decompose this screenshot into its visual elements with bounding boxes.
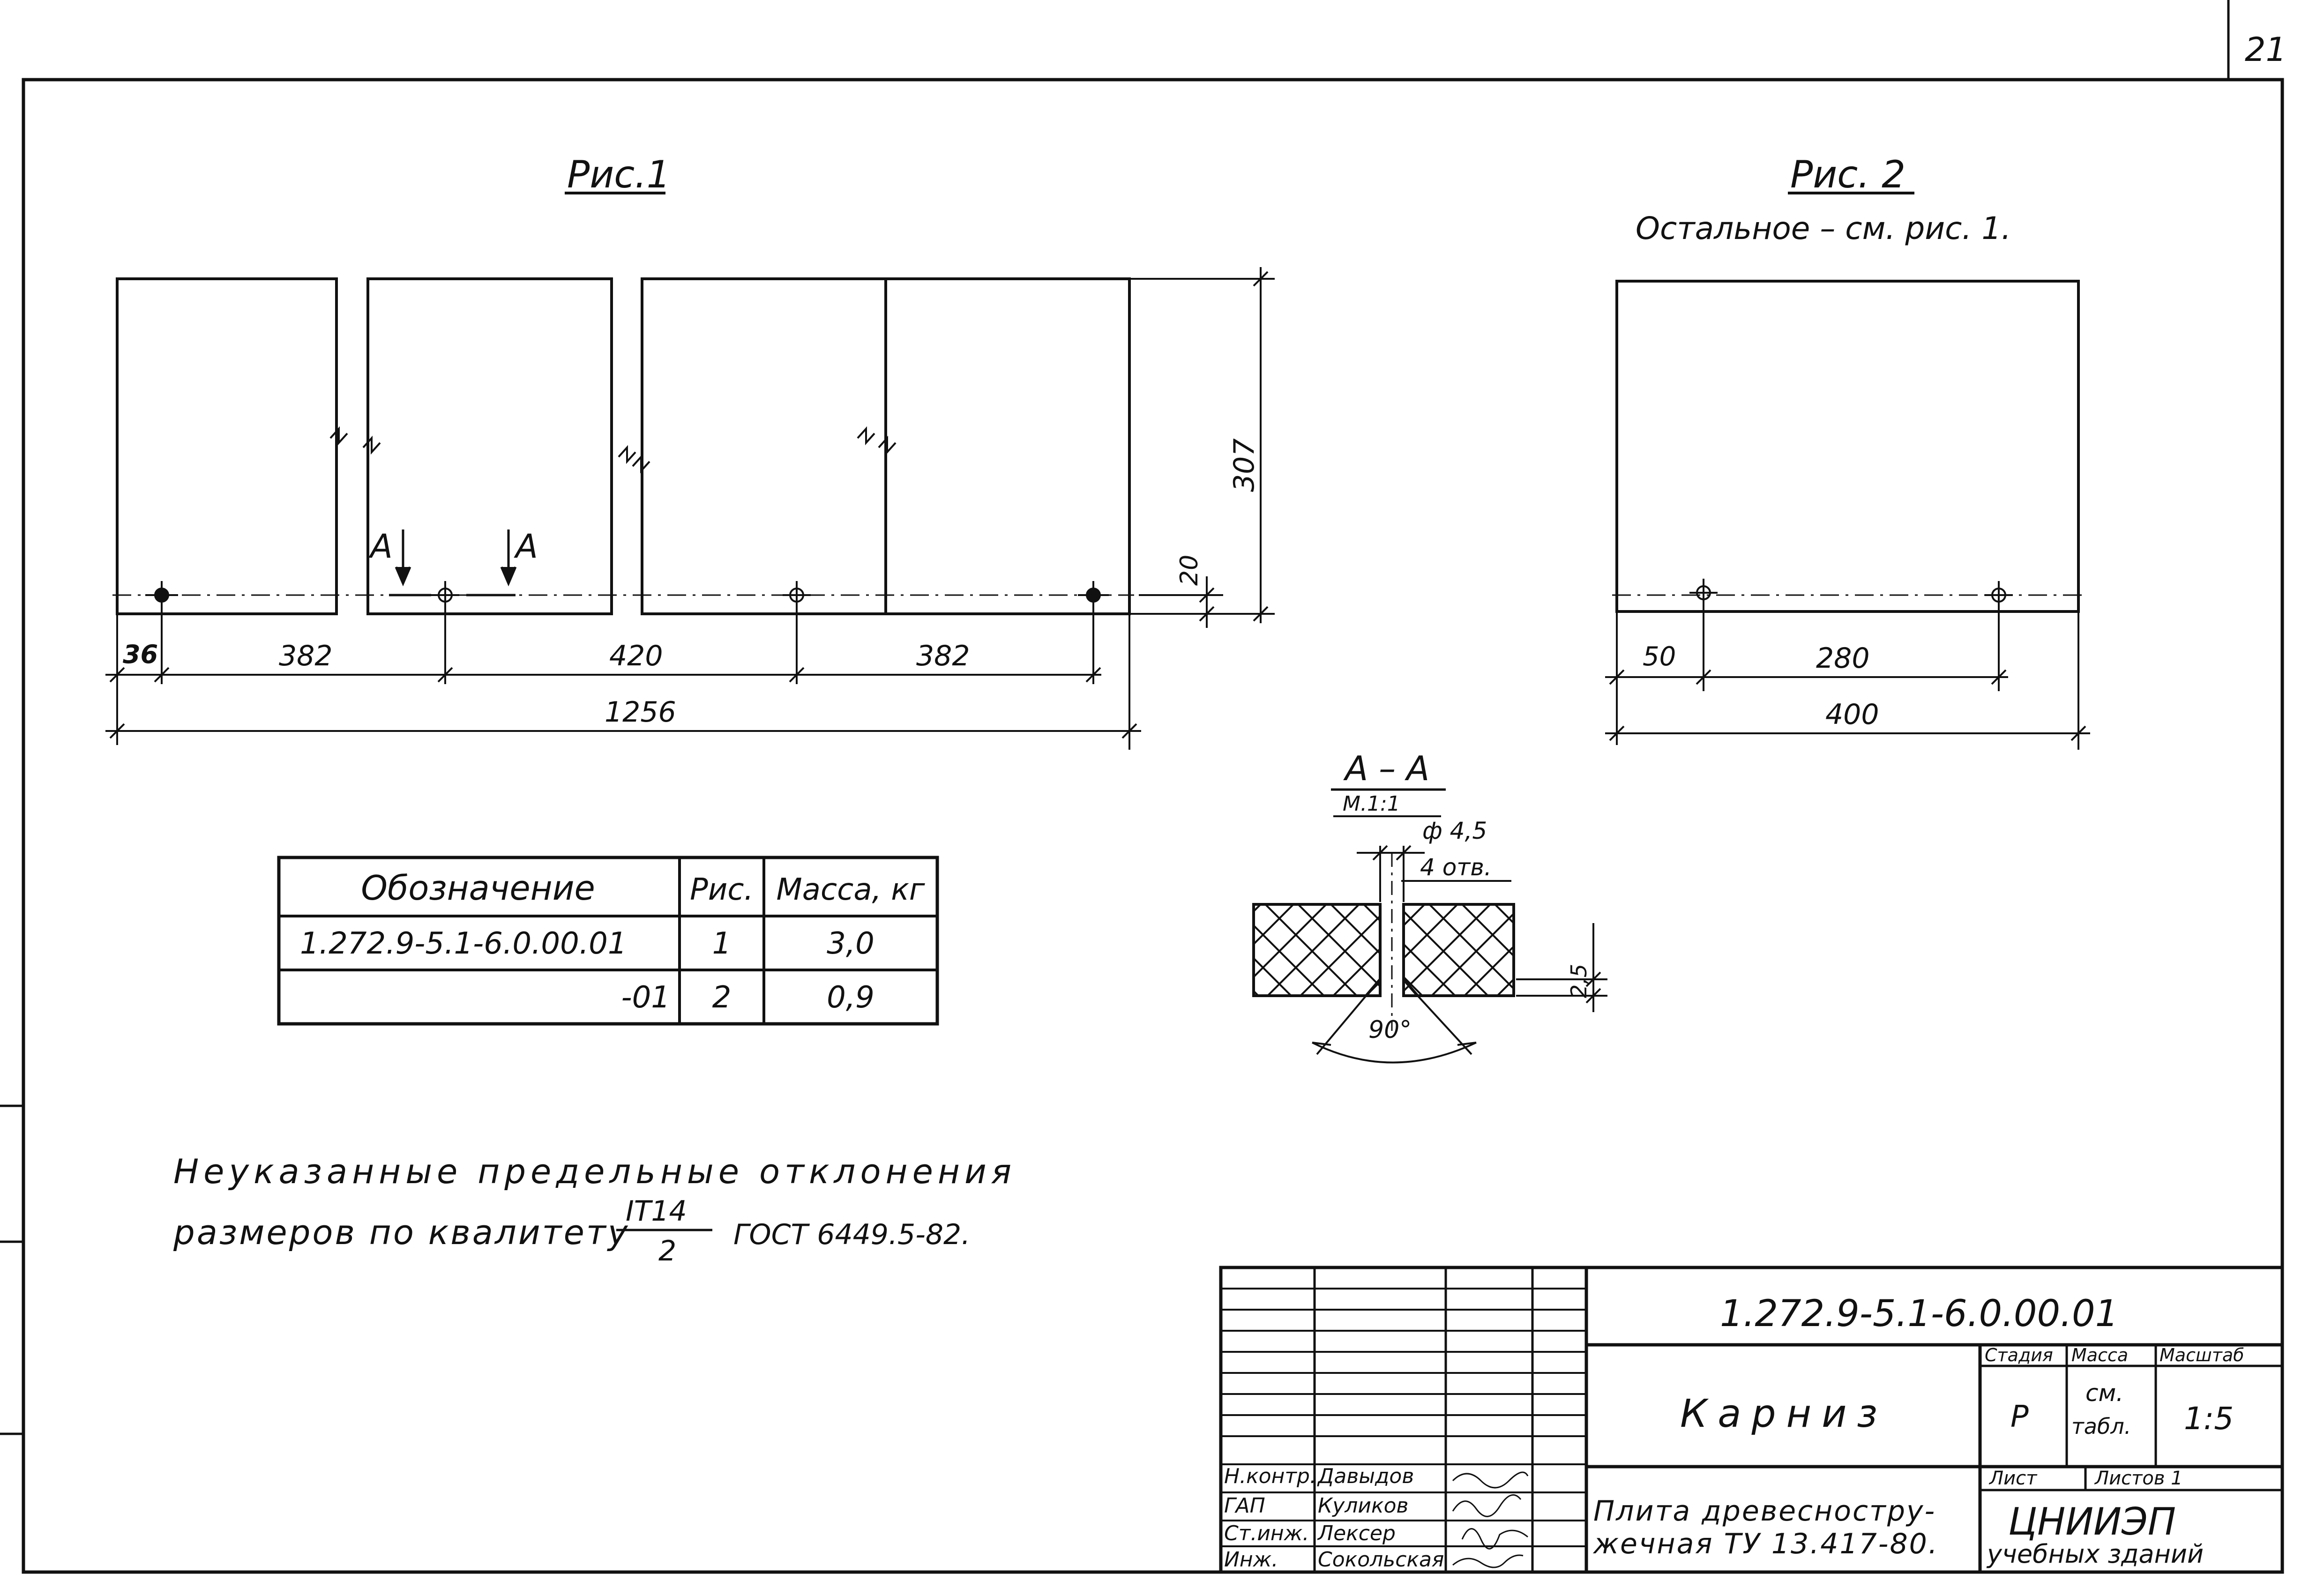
sheet-label: Лист: [1988, 1468, 2038, 1489]
dim-hole-offset: 20: [1175, 555, 1203, 586]
sign-role: Н.контр.: [1224, 1464, 1316, 1488]
fig2-dimension-lines: [1605, 602, 2090, 750]
countersink-angle: 90°: [1368, 1016, 1412, 1044]
scale-value: 1:5: [2184, 1401, 2234, 1437]
table-cell-figure: 1: [712, 926, 732, 961]
dim-height: 307: [1228, 438, 1261, 492]
sign-name: Сокольская: [1318, 1548, 1444, 1572]
signature-grid-rows: [1221, 1288, 1586, 1547]
break-mark: [857, 426, 897, 455]
holes-count: 4 отв.: [1420, 854, 1492, 881]
material-line-2: жечная ТУ 13.417-80.: [1592, 1528, 1939, 1560]
dim-span-3: 382: [916, 640, 970, 672]
mass-value-line-2: табл.: [2071, 1414, 2131, 1439]
mass-value-line-1: см.: [2085, 1379, 2123, 1407]
fig1-dimension-lines: [105, 267, 1275, 750]
sheets-count: Листов 1: [2094, 1468, 2183, 1489]
table-cell-designation: 1.272.9-5.1-6.0.00.01: [300, 926, 627, 961]
dim-edge-offset: 36: [123, 640, 158, 669]
section-cut-marks: [389, 529, 517, 596]
fig1-title: Рис.1: [567, 153, 671, 196]
sign-name: Куликов: [1318, 1494, 1408, 1518]
dim-span-1: 382: [279, 640, 333, 672]
table-cell-figure: 2: [712, 980, 732, 1015]
note-fraction-numerator: IT14: [626, 1195, 687, 1228]
sign-role: Ст.инж.: [1224, 1521, 1309, 1545]
parts-table: Обозначение Рис. Масса, кг 1.272.9-5.1-6…: [277, 856, 939, 1026]
sign-role: ГАП: [1224, 1494, 1265, 1518]
hole-diameter: ф 4,5: [1422, 817, 1487, 844]
dim-total-length: 1256: [605, 696, 676, 729]
org-name: ЦНИИЭП: [2008, 1500, 2176, 1543]
note-fraction-denominator: 2: [658, 1235, 676, 1267]
figure-1: Рис.1 А А: [105, 153, 1275, 750]
sheet-number: 21: [2245, 30, 2287, 69]
section-a-a: А – А М.1:1 ф 4,: [1252, 749, 1607, 1064]
panel-2: [366, 277, 613, 615]
section-title: А – А: [1343, 749, 1429, 788]
material-line-1: Плита древесностру-: [1593, 1495, 1936, 1528]
board-hatch-right: [1402, 903, 1515, 997]
tolerance-note: Неуказанные предельные отклонения размер…: [173, 1152, 1016, 1267]
stage-value: Р: [2010, 1400, 2029, 1434]
hole-markers: [1689, 579, 2013, 609]
section-scale: М.1:1: [1343, 792, 1400, 816]
sign-role: Инж.: [1224, 1548, 1278, 1572]
doc-code: 1.272.9-5.1-6.0.00.01: [1720, 1293, 2118, 1335]
section-dimension-lines: [1312, 845, 1607, 1064]
dim-edge-offset-fig2: 50: [1643, 641, 1676, 672]
section-cut-label: А: [368, 527, 393, 566]
fig2-note: Остальное – см. рис. 1.: [1636, 210, 2011, 246]
table-cell-mass: 3,0: [827, 926, 874, 961]
figure-2: Рис. 2 Остальное – см. рис. 1. 50 280 40…: [1605, 153, 2090, 750]
board-hatch-left: [1252, 903, 1382, 997]
table-cell-mass: 0,9: [827, 980, 874, 1015]
break-mark: [329, 426, 381, 455]
table-header-figure: Рис.: [690, 872, 754, 907]
panel-3: [641, 277, 887, 615]
table-header-mass: Масса, кг: [777, 872, 925, 907]
signature-scribbles: [1452, 1471, 1529, 1568]
note-line-2: размеров по квалитету: [173, 1213, 629, 1252]
panel-fig2: [1615, 280, 2080, 613]
col-header-stage: Стадия: [1985, 1345, 2053, 1365]
sign-name: Давыдов: [1317, 1464, 1414, 1488]
table-header-designation: Обозначение: [361, 868, 595, 908]
fig2-title: Рис. 2: [1790, 153, 1906, 196]
dim-span-fig2: 280: [1816, 642, 1870, 675]
sheet-frame: [22, 78, 2284, 1574]
hole-markers: [145, 581, 1109, 609]
note-line-1: Неуказанные предельные отклонения: [173, 1152, 1016, 1191]
panel-4: [884, 277, 1131, 615]
sign-name: Лексер: [1317, 1521, 1396, 1545]
org-subtitle: учебных зданий: [1986, 1539, 2204, 1569]
col-header-mass: Масса: [2071, 1345, 2128, 1365]
item-name: Карниз: [1680, 1392, 1888, 1436]
countersink-depth: 2,5: [1566, 964, 1592, 998]
dim-total-fig2: 400: [1825, 698, 1879, 731]
break-mark: [618, 445, 650, 474]
note-gost: ГОСТ 6449.5-82.: [733, 1218, 970, 1251]
panel-1: [116, 277, 338, 615]
section-cut-label: А: [514, 527, 538, 566]
countersink: [1365, 978, 1419, 997]
dim-span-2: 420: [609, 640, 663, 672]
col-header-scale: Масштаб: [2160, 1345, 2244, 1365]
title-block: Н.контр. Давыдов ГАП Куликов Ст.инж. Лек…: [1219, 1266, 2284, 1574]
table-cell-designation: -01: [621, 980, 670, 1015]
